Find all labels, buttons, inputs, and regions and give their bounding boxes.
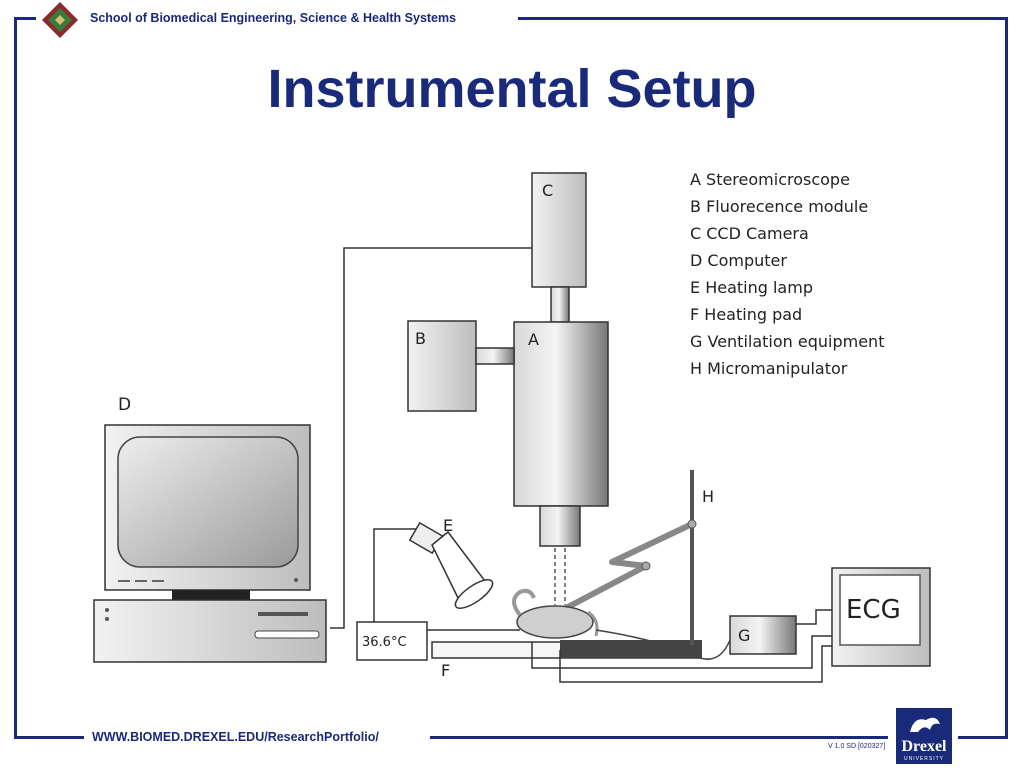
ecg-label: ECG xyxy=(846,595,901,625)
manipulator-arm xyxy=(564,521,694,611)
monitor-stand xyxy=(172,590,250,602)
school-name: School of Biomedical Engineering, Scienc… xyxy=(90,11,457,25)
ecg-cable-1 xyxy=(796,609,832,625)
heating-lamp xyxy=(408,521,494,609)
temperature-readout: 36.6°C xyxy=(362,635,407,650)
temperature-controller xyxy=(356,621,428,661)
ventilation-equipment xyxy=(729,615,797,655)
ecg-cable-3 xyxy=(559,645,832,683)
label-g: G xyxy=(738,626,750,645)
fluorescence-connector xyxy=(475,347,515,365)
floppy-slot xyxy=(258,612,308,616)
specimen xyxy=(512,588,599,639)
camera-connector xyxy=(550,286,570,323)
frame-top-left xyxy=(14,17,36,20)
arm-joint-1 xyxy=(687,519,697,529)
label-c: C xyxy=(542,181,553,200)
logo-word: Drexel xyxy=(901,738,947,755)
page-title: Instrumental Setup xyxy=(267,59,757,119)
camera-cable xyxy=(330,247,532,629)
legend-item: D Computer xyxy=(690,251,787,270)
arm-joint-2 xyxy=(641,561,651,571)
logo-subtitle: UNIVERSITY xyxy=(903,756,944,762)
computer-screen xyxy=(117,436,299,568)
case-led-1 xyxy=(105,608,109,612)
frame-bottom-right xyxy=(958,736,1008,739)
ecg-screen xyxy=(839,574,921,646)
legend: A Stereomicroscope B Fluorecence module … xyxy=(690,170,884,378)
frame-top-right xyxy=(518,17,1008,20)
label-h: H xyxy=(702,487,714,506)
stage-base xyxy=(560,640,702,658)
ecg-cable-2 xyxy=(531,635,832,669)
legend-item: C CCD Camera xyxy=(690,224,809,243)
label-a: A xyxy=(528,330,539,349)
legend-item: B Fluorecence module xyxy=(690,197,868,216)
version-text: V 1.0 SD [020327] xyxy=(828,743,886,750)
case-led-2 xyxy=(105,617,109,621)
label-e: E xyxy=(443,516,453,535)
label-b: B xyxy=(415,329,426,348)
lamp-cable xyxy=(373,528,420,622)
fluorescence-module xyxy=(407,320,477,412)
ventilation-tube xyxy=(595,629,731,660)
stereomicroscope-body xyxy=(513,321,609,507)
frame-bottom-left xyxy=(14,736,84,739)
legend-item: E Heating lamp xyxy=(690,278,813,297)
legend-item: H Micromanipulator xyxy=(690,359,848,378)
drexel-logo: Drexel UNIVERSITY xyxy=(896,708,952,764)
legend-item: G Ventilation equipment xyxy=(690,332,884,351)
legend-item: F Heating pad xyxy=(690,305,802,324)
ccd-camera xyxy=(531,172,587,288)
footer-url-link[interactable]: WWW.BIOMED.DREXEL.EDU/ResearchPortfolio/ xyxy=(92,730,379,744)
frame-right xyxy=(1005,17,1008,739)
label-d: D xyxy=(118,395,131,415)
frame-bottom-mid xyxy=(430,736,888,739)
microscope-objective xyxy=(539,505,581,547)
label-f: F xyxy=(441,661,450,680)
dragon-icon xyxy=(910,717,940,732)
cd-slot xyxy=(254,630,320,639)
monitor-power-dot xyxy=(294,578,298,582)
frame-left xyxy=(14,17,17,739)
legend-item: A Stereomicroscope xyxy=(690,170,850,189)
